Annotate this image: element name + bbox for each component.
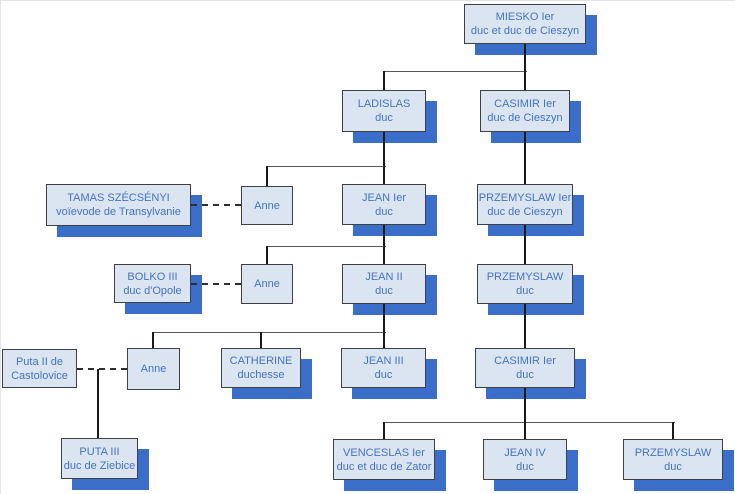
descent-line-vertical xyxy=(97,369,99,438)
person-name: PRZEMYSLAW xyxy=(486,271,564,283)
person-node-anne-3[interactable]: Anne xyxy=(127,348,180,390)
person-title: duc de Ziebice xyxy=(63,459,136,472)
person-title: duc de Cieszyn xyxy=(487,205,563,218)
person-title: Castolovice xyxy=(11,369,68,382)
person-title: duc xyxy=(375,112,393,124)
person-title: duc xyxy=(375,205,393,218)
person-title: duc et duc de Zator xyxy=(336,460,432,473)
person-title: duc de Cieszyn xyxy=(487,112,563,124)
person-title: duc d'Opole xyxy=(123,284,182,297)
person-title: duc et duc de Cieszyn xyxy=(470,25,580,37)
person-name: PUTA III xyxy=(79,445,120,458)
person-name: JEAN II xyxy=(365,271,403,283)
person-name: VENCESLAS Ier xyxy=(343,446,425,459)
person-name: BOLKO III xyxy=(127,270,178,283)
person-node-miesko-1er[interactable]: MIESKO Ier duc et duc de Cieszyn xyxy=(464,4,586,44)
person-title: duchesse xyxy=(237,369,285,381)
descent-line-vertical xyxy=(383,332,385,348)
descent-line-horizontal xyxy=(153,332,386,333)
marriage-dashed-line xyxy=(77,368,127,370)
person-title: duc xyxy=(375,285,393,297)
person-title: duc xyxy=(374,369,393,381)
person-title: duc xyxy=(516,369,534,381)
descent-line-horizontal xyxy=(384,71,527,72)
person-name: TAMAS SZÉCSÉNYI xyxy=(67,192,170,204)
marriage-dashed-line xyxy=(191,204,241,206)
descent-line-horizontal xyxy=(384,422,675,423)
person-name: Anne xyxy=(254,278,280,290)
marriage-dashed-line xyxy=(191,283,241,285)
person-title: duc xyxy=(664,460,682,473)
person-name: JEAN III xyxy=(363,355,404,367)
descent-line-vertical xyxy=(266,246,268,264)
person-name: JEAN IV xyxy=(504,446,546,459)
descent-line-vertical xyxy=(383,225,385,246)
person-node-anne-1[interactable]: Anne xyxy=(241,186,293,225)
person-name: CATHERINE xyxy=(229,355,293,367)
person-node-przemyslaw-duc[interactable]: PRZEMYSLAW duc xyxy=(477,264,573,304)
person-title: voïevode de Transylvanie xyxy=(56,206,181,218)
person-node-tamas-szecsenyi[interactable]: TAMAS SZÉCSÉNYI voïevode de Transylvanie xyxy=(46,184,191,226)
descent-line-vertical xyxy=(383,71,385,90)
person-name: Anne xyxy=(254,199,280,212)
descent-line-vertical xyxy=(260,332,262,348)
person-name: JEAN Ier xyxy=(361,191,406,204)
descent-line-horizontal xyxy=(267,166,386,167)
descent-line-vertical xyxy=(383,166,385,184)
person-node-casimir-1er[interactable]: CASIMIR Ier duc de Cieszyn xyxy=(480,90,570,132)
descent-line-vertical xyxy=(524,225,526,264)
person-name: PRZEMYSLAW Ier xyxy=(478,191,572,204)
descent-line-vertical xyxy=(672,422,674,439)
person-name: CASIMIR Ier xyxy=(494,98,556,110)
person-title: duc xyxy=(516,460,534,473)
descent-line-vertical xyxy=(524,388,526,439)
person-node-jean-iii[interactable]: JEAN III duc xyxy=(341,348,426,388)
person-node-anne-2[interactable]: Anne xyxy=(241,264,293,304)
person-name: CASIMIR Ier xyxy=(494,355,556,367)
descent-line-vertical xyxy=(152,332,154,348)
descent-line-vertical xyxy=(383,132,385,166)
person-name: LADISLAS xyxy=(357,98,411,110)
person-node-catherine[interactable]: CATHERINE duchesse xyxy=(221,348,301,388)
person-name: MIESKO Ier xyxy=(495,11,555,23)
descent-line-vertical xyxy=(524,132,526,184)
person-node-ladislas[interactable]: LADISLAS duc xyxy=(342,90,426,132)
descent-line-vertical xyxy=(383,422,385,439)
descent-line-horizontal xyxy=(267,246,386,247)
person-title: duc xyxy=(516,285,534,297)
person-node-casimir-1er-duc[interactable]: CASIMIR Ier duc xyxy=(475,348,575,388)
person-name: PRZEMYSLAW xyxy=(634,446,712,459)
person-node-jean-ii[interactable]: JEAN II duc xyxy=(342,264,426,304)
descent-line-vertical xyxy=(524,44,526,90)
descent-line-vertical xyxy=(524,304,526,348)
descent-line-vertical xyxy=(383,246,385,264)
descent-line-vertical xyxy=(266,166,268,186)
person-name: Puta II de xyxy=(15,355,64,368)
person-name: Anne xyxy=(140,363,167,375)
descent-line-vertical xyxy=(383,304,385,332)
